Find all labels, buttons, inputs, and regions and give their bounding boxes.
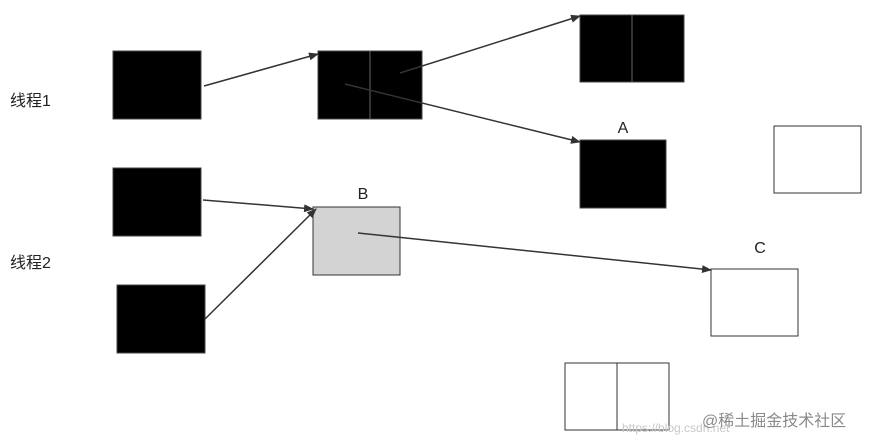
arrow-split-to-top-right — [399, 14, 581, 74]
watermark-text: @稀土掘金技术社区 — [702, 412, 846, 430]
thread2-lower-node — [116, 284, 206, 354]
lane-label-thread2: 线程2 — [10, 254, 51, 272]
arrow-thread2-lower-to-b — [204, 208, 317, 320]
thread1-root-node — [112, 50, 202, 120]
watermark-url: https://blog.csdn.net — [622, 421, 730, 435]
empty-node-right — [773, 125, 862, 194]
arrow-thread2-upper-to-b — [202, 199, 314, 213]
label-c: C — [754, 240, 766, 257]
lane-label-thread1: 线程1 — [10, 92, 51, 110]
thread2-upper-node — [112, 167, 202, 237]
label-a: A — [618, 120, 629, 137]
arrow-split-to-a — [344, 83, 581, 144]
empty-split-node-bottom — [564, 362, 670, 431]
node-c — [710, 268, 799, 337]
thread1-top-right-split-node — [579, 14, 685, 83]
node-b — [312, 206, 401, 276]
arrow-b-to-c — [357, 232, 712, 274]
label-b: B — [358, 186, 369, 203]
node-a — [579, 139, 667, 209]
thread1-split-node — [317, 50, 423, 120]
arrow-root-to-split — [203, 52, 319, 87]
